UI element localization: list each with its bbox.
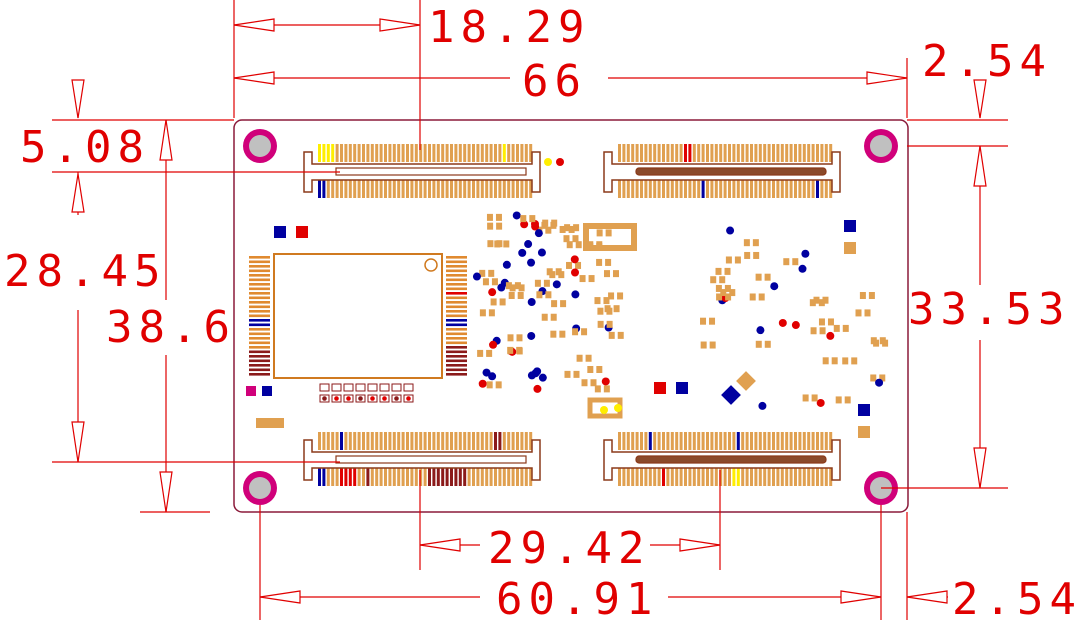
dim-right-margin-top: 2.54 bbox=[922, 36, 1052, 87]
dimension-lines bbox=[52, 0, 1008, 620]
small-components bbox=[246, 158, 889, 438]
dim-bottom-offset: 29.42 bbox=[488, 523, 650, 574]
main-ic bbox=[249, 253, 467, 379]
dim-top-offset: 18.29 bbox=[428, 2, 590, 53]
dim-total-width: 66 bbox=[522, 56, 587, 107]
board-outline bbox=[233, 119, 909, 513]
dim-bottom-width: 60.91 bbox=[496, 574, 658, 625]
board-connectors bbox=[303, 144, 841, 486]
mounting-holes bbox=[243, 129, 898, 505]
dim-right-margin-bottom: 2.54 bbox=[952, 574, 1082, 625]
dim-left-inner-height: 28.45 bbox=[4, 246, 166, 297]
dim-left-margin: 5.08 bbox=[20, 122, 150, 173]
dim-total-height: 38.6 bbox=[106, 302, 236, 353]
dimension-labels: 18.29 66 2.54 5.08 28.45 38.6 33.53 29.4… bbox=[4, 2, 1082, 625]
dim-right-inner-height: 33.53 bbox=[908, 284, 1070, 335]
